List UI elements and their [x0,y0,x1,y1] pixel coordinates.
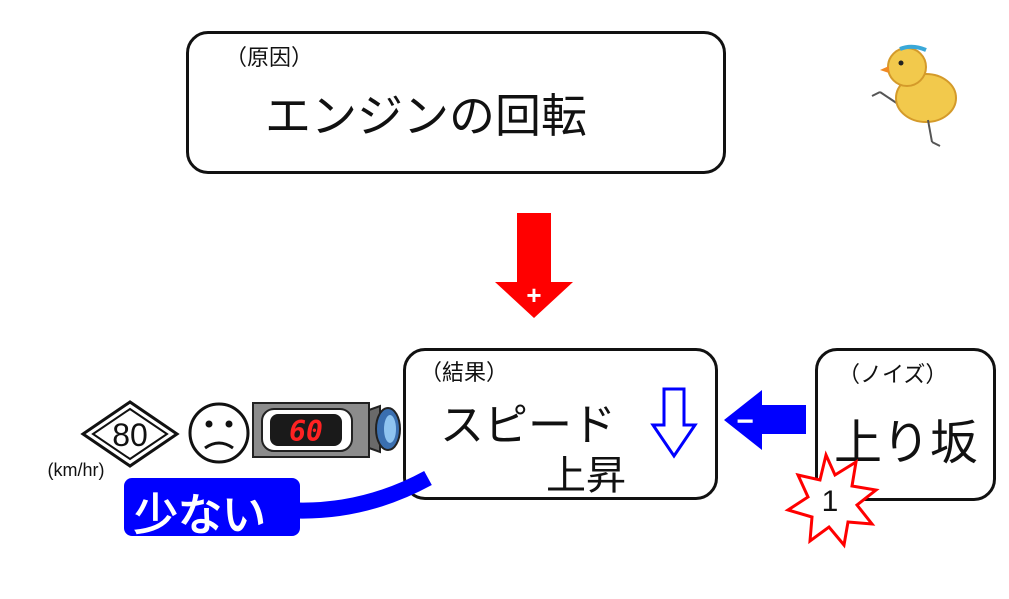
speed-sign-value: 80 [112,417,148,453]
noise-arrow [724,390,806,450]
badge-number: 1 [822,485,839,518]
connector-line [284,470,432,519]
cause-arrow-sign: + [526,280,541,310]
noise-arrow-sign: − [736,405,754,438]
speed-sign-unit: (km/hr) [48,460,105,480]
result-label: スピード [440,400,616,451]
sad-face-icon [188,402,250,464]
result-tag: （結果） [420,361,509,386]
speedometer-icon [252,402,401,458]
speed-sign-icon [80,400,180,468]
cause-tag: （原因） [225,46,314,71]
speedometer-reading: 60 [289,415,323,448]
cause-box: （原因） エンジンの回転 [186,31,726,174]
callout-pill [124,478,300,536]
callout-text: 少ない [134,490,266,541]
cause-arrow [495,213,573,318]
badge-star-icon [784,450,880,549]
down-arrow-icon [650,387,698,459]
duck-illustration [871,44,957,147]
result-sublabel: 上昇 [546,453,626,499]
cause-label: エンジンの回転 [265,89,587,143]
noise-tag: （ノイズ） [838,363,948,388]
noise-label: 上り坂 [834,415,979,471]
